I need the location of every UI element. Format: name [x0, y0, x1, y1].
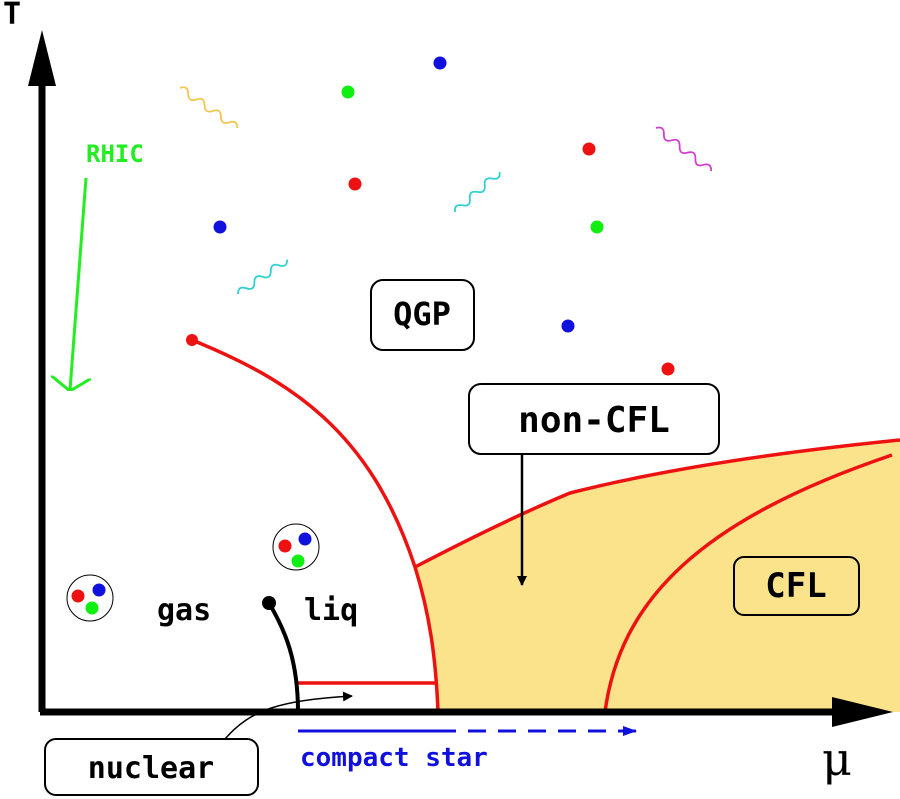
gluon-wiggle-cyan-2 — [237, 259, 289, 295]
rhic-label: RHIC — [86, 140, 144, 168]
cfl-boundary — [603, 453, 893, 713]
gas-label: gas — [157, 593, 211, 628]
critical-endpoint — [186, 334, 198, 346]
temperature-axis-arrowhead — [28, 30, 56, 86]
nuclear-arrow — [224, 691, 353, 740]
quark-blue — [213, 220, 227, 234]
noncfl-boundary — [414, 438, 900, 569]
chemical-potential-axis-arrowhead — [832, 697, 893, 727]
quark-red — [661, 362, 675, 376]
cfl-label-box — [733, 556, 860, 616]
quark-green — [341, 85, 355, 99]
quark-green — [590, 220, 604, 234]
rhic-arrow — [70, 177, 86, 390]
qgp-label-box — [370, 279, 475, 351]
cfl-label: CFL — [765, 566, 826, 606]
y-axis-label: T — [3, 0, 21, 32]
liq-label: liq — [304, 593, 358, 628]
x-axis-label: μ — [822, 732, 852, 786]
baryon-icon — [66, 574, 114, 622]
quark-red — [348, 177, 362, 191]
quark-red — [582, 142, 596, 156]
liquid-gas-line — [267, 601, 300, 713]
noncfl-label-box — [468, 383, 720, 455]
compact-star-label: compact star — [300, 743, 488, 773]
gluon-wiggle-cyan-1 — [454, 171, 501, 213]
baryon-icon — [272, 523, 320, 571]
gluon-wiggle-magenta — [655, 126, 713, 172]
gluon-wiggle-yellow — [179, 86, 239, 129]
nuclear-label-box — [44, 738, 259, 796]
noncfl-label: non-CFL — [518, 400, 670, 441]
hadron-qgp-boundary — [191, 338, 440, 713]
nuclear-label: nuclear — [88, 751, 214, 786]
quark-blue — [561, 319, 575, 333]
liquid-gas-endpoint — [262, 596, 276, 610]
quark-blue — [433, 56, 447, 70]
qgp-label: QGP — [393, 295, 451, 333]
